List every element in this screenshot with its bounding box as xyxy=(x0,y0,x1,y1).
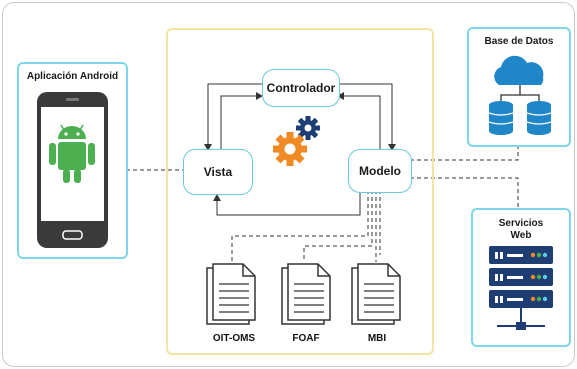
webservices-title-line1: Servicios xyxy=(498,218,544,229)
arrow-controller-to-modelo xyxy=(338,83,396,151)
dashed-link-modelo-foaf xyxy=(303,190,373,262)
document-label-foaf: FOAF xyxy=(292,333,320,344)
model-node: Modelo xyxy=(348,149,412,193)
webservices-box: Servicios Web xyxy=(471,208,571,347)
document-icon-oitoms xyxy=(206,263,256,325)
mvc-container xyxy=(166,28,434,355)
document-label-mbi: MBI xyxy=(367,333,387,344)
controller-node: Controlador xyxy=(262,69,340,107)
android-robot-icon xyxy=(49,124,95,183)
gears-icon xyxy=(273,116,320,166)
webservices-title: Servicios Web xyxy=(473,218,569,242)
dashed-link-modelo-webservices xyxy=(410,177,519,208)
arrow-modelo-to-controller xyxy=(337,92,381,150)
database-title: Base de Datos xyxy=(484,36,554,47)
server-rack-icon xyxy=(489,246,553,330)
android-app-title: Aplicación Android xyxy=(26,71,119,82)
arrow-controller-to-vista xyxy=(204,83,262,151)
android-phone-icon xyxy=(37,92,108,248)
arrow-modelo-to-vista xyxy=(213,190,361,216)
webservices-title-line2: Web xyxy=(510,230,532,241)
view-node: Vista xyxy=(183,149,253,195)
cloud-database-icon xyxy=(488,55,552,135)
android-app-box: Aplicación Android xyxy=(17,62,128,259)
database-box: Base de Datos xyxy=(467,27,571,147)
document-label-oitoms: OIT-OMS xyxy=(212,333,256,344)
dashed-link-modelo-oitoms xyxy=(231,190,369,262)
dashed-link-modelo-database xyxy=(410,145,519,161)
document-icon-foaf xyxy=(281,263,331,325)
document-icon-mbi xyxy=(351,263,401,325)
arrow-vista-to-controller xyxy=(220,92,263,150)
